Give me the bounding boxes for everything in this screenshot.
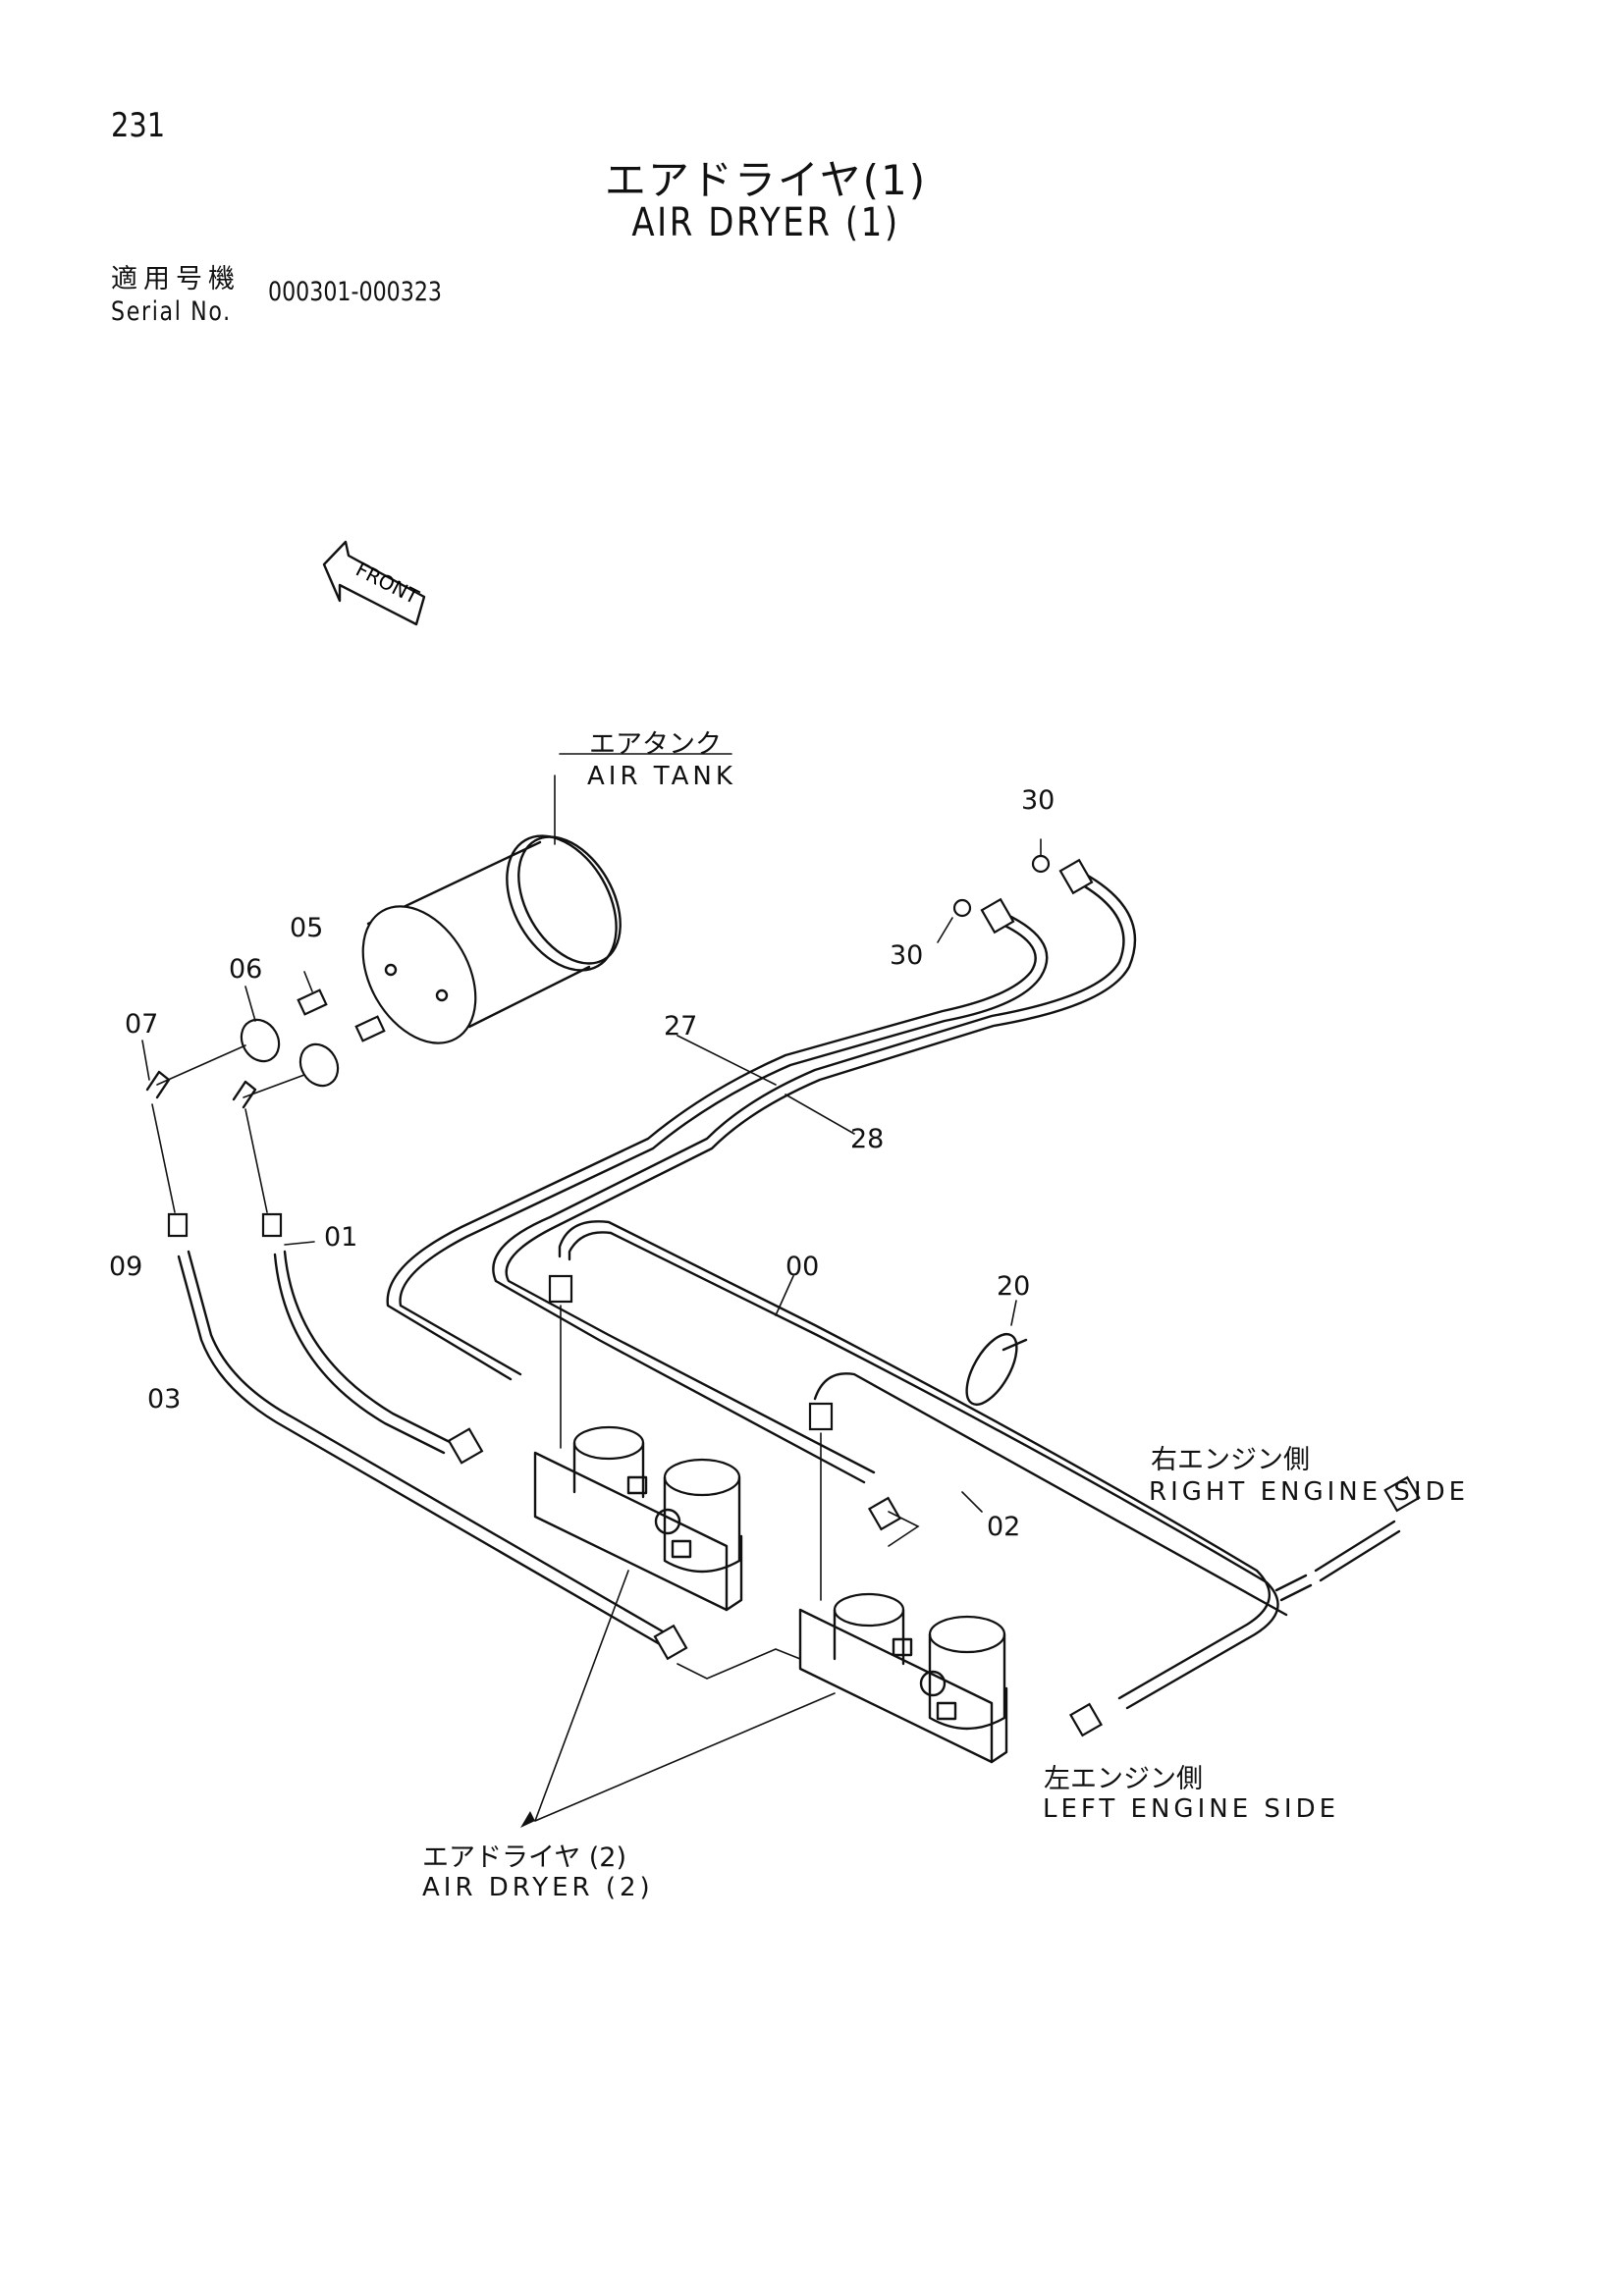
callout-05: 05 <box>290 913 324 943</box>
callout-03: 03 <box>147 1384 182 1415</box>
hose-28 <box>492 877 1125 1484</box>
air-tank-drawing <box>361 753 732 1044</box>
callout-28: 28 <box>850 1124 885 1154</box>
hose-02 <box>813 1372 1288 1617</box>
front-label: FRONT <box>352 558 423 610</box>
air-tank-label-jp: エアタンク <box>589 729 722 760</box>
hose-01 <box>283 1250 454 1445</box>
front-arrow-icon: FRONT <box>322 540 426 626</box>
air-dryer-lower <box>798 1592 1008 1764</box>
tank-fittings <box>145 988 386 1238</box>
callout-27: 27 <box>664 1011 698 1041</box>
callout-09: 09 <box>109 1252 143 1282</box>
air-dryer-upper <box>533 1425 743 1612</box>
air-dryer-2-label-jp: エアドライヤ (2) <box>422 1842 627 1873</box>
right-engine-side-label-en: RIGHT ENGINE SIDE <box>1149 1477 1470 1507</box>
serial-value: 000301-000323 <box>268 277 443 307</box>
page-title-en: AIR DRYER (1) <box>631 200 900 245</box>
callout-07: 07 <box>125 1009 159 1040</box>
clamp-20 <box>965 1333 1018 1406</box>
page-title-jp: エアドライヤ(1) <box>604 156 928 204</box>
callout-00: 00 <box>785 1252 820 1282</box>
serial-label-en: Serial No. <box>111 296 232 327</box>
air-tank-label-en: AIR TANK <box>587 762 736 791</box>
right-engine-side-label-jp: 右エンジン側 <box>1151 1445 1310 1475</box>
left-engine-side-label-en: LEFT ENGINE SIDE <box>1043 1794 1340 1824</box>
left-engine-side-label-jp: 左エンジン側 <box>1044 1764 1203 1794</box>
callout-06: 06 <box>229 954 263 985</box>
hose-27 <box>386 916 1037 1381</box>
callout-01: 01 <box>324 1222 358 1253</box>
page-number: 231 <box>111 106 166 145</box>
air-dryer-2-label-en: AIR DRYER (2) <box>422 1873 654 1902</box>
callout-20: 20 <box>997 1271 1031 1302</box>
callout-30b: 30 <box>890 940 924 971</box>
hose-03 <box>187 1250 670 1636</box>
serial-label-jp: 適用号機 <box>111 264 241 294</box>
callout-30a: 30 <box>1021 785 1056 816</box>
hose-00 <box>558 1220 1272 1700</box>
callout-02: 02 <box>987 1512 1021 1542</box>
